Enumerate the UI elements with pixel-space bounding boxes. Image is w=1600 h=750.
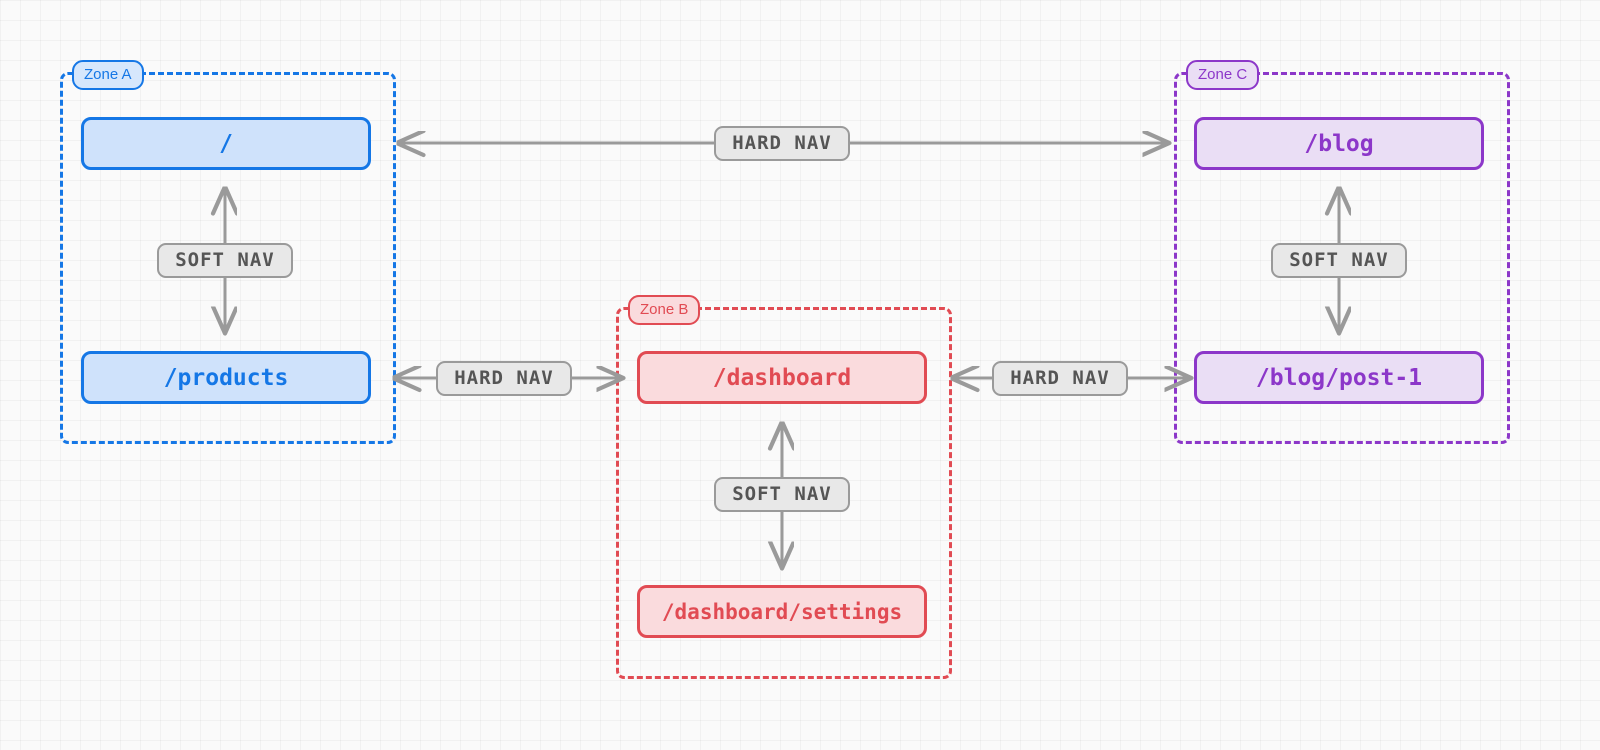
node-dashboard[interactable]: /dashboard <box>637 351 927 404</box>
edge-label-hard-nav-dashboard-blogpost[interactable]: HARD NAV <box>992 361 1128 396</box>
edge-label-soft-nav-zone-b[interactable]: SOFT NAV <box>714 477 850 512</box>
zone-b-boundary[interactable] <box>616 307 952 679</box>
zone-a-boundary[interactable] <box>60 72 396 444</box>
zone-a-label[interactable]: Zone A <box>72 60 144 90</box>
edge-label-hard-nav-root-blog[interactable]: HARD NAV <box>714 126 850 161</box>
node-blog-post-1[interactable]: /blog/post-1 <box>1194 351 1484 404</box>
node-blog[interactable]: /blog <box>1194 117 1484 170</box>
node-root[interactable]: / <box>81 117 371 170</box>
zone-b-label[interactable]: Zone B <box>628 295 701 325</box>
edge-label-soft-nav-zone-a[interactable]: SOFT NAV <box>157 243 293 278</box>
zone-c-boundary[interactable] <box>1174 72 1510 444</box>
edge-label-soft-nav-zone-c[interactable]: SOFT NAV <box>1271 243 1407 278</box>
node-dashboard-settings[interactable]: /dashboard/settings <box>637 585 927 638</box>
edge-label-hard-nav-products-dashboard[interactable]: HARD NAV <box>436 361 572 396</box>
zone-c-label[interactable]: Zone C <box>1186 60 1260 90</box>
node-products[interactable]: /products <box>81 351 371 404</box>
